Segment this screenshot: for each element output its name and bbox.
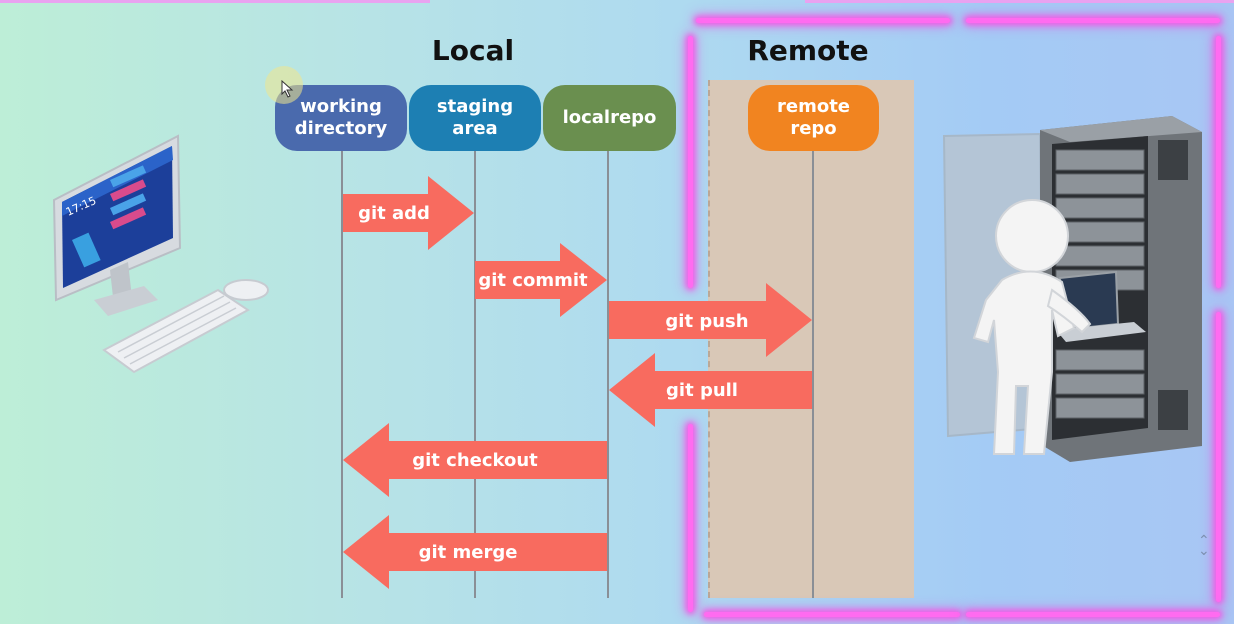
arrow-label-git-push: git push xyxy=(665,311,748,332)
remote-section-title: Remote xyxy=(747,34,869,67)
arrow-label-git-merge: git merge xyxy=(419,542,518,563)
arrow-git-commit: git commit xyxy=(475,243,607,317)
neon-frame-left-lower xyxy=(688,424,693,612)
mouse-cursor-icon xyxy=(281,80,294,98)
server-rack-with-person-icon xyxy=(942,116,1202,462)
participant-localrepo: localrepo xyxy=(543,85,676,151)
arrow-label-git-checkout: git checkout xyxy=(412,450,538,471)
arrow-label-git-add: git add xyxy=(358,203,430,224)
top-strip-left xyxy=(0,0,430,3)
lifeline-localrepo xyxy=(607,150,609,598)
scroll-chevron-icon[interactable]: ⌃⌄ xyxy=(1198,532,1210,558)
arrow-git-push: git push xyxy=(609,283,812,357)
arrow-git-merge: git merge xyxy=(343,515,607,589)
lifeline-working-directory xyxy=(341,150,343,598)
neon-frame-left-upper xyxy=(688,36,693,288)
neon-frame-right-upper xyxy=(1216,36,1221,288)
neon-frame-bottom-right xyxy=(966,612,1220,617)
arrow-git-pull: git pull xyxy=(609,353,812,427)
participant-working-directory: working directory xyxy=(275,85,407,151)
participant-remote-repo: remote repo xyxy=(748,85,879,151)
lifeline-remote-repo xyxy=(812,150,814,598)
arrow-git-add: git add xyxy=(343,176,474,250)
lifeline-staging-area xyxy=(474,150,476,598)
neon-frame-top-right xyxy=(966,18,1220,23)
local-section-title: Local xyxy=(431,34,515,67)
participant-staging-area: staging area xyxy=(409,85,541,151)
neon-frame-bottom-left xyxy=(704,612,960,617)
neon-frame-top-left xyxy=(696,18,950,23)
desktop-computer-icon: 17:15 xyxy=(52,134,269,374)
arrow-label-git-pull: git pull xyxy=(666,380,738,401)
top-strip-right xyxy=(805,0,1234,3)
neon-frame-right-lower xyxy=(1216,312,1221,602)
arrow-label-git-commit: git commit xyxy=(478,270,588,291)
arrow-git-checkout: git checkout xyxy=(343,423,607,497)
